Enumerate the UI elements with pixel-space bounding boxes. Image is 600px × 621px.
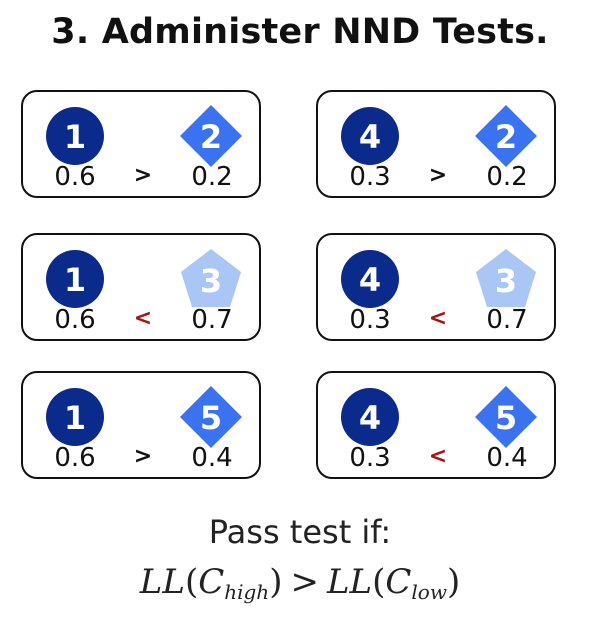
diamond-shape xyxy=(180,386,242,448)
circle-icon: 1 xyxy=(43,104,107,168)
lhs-var: C xyxy=(198,562,225,602)
shape-label: 4 xyxy=(359,118,381,156)
right-value: 0.2 xyxy=(486,162,528,192)
pentagon-shape xyxy=(476,249,536,307)
circle-shape xyxy=(46,388,104,446)
pentagon-shape xyxy=(181,249,241,307)
right-value: 0.7 xyxy=(191,305,233,335)
left-value: 0.6 xyxy=(54,305,96,335)
shape-label: 2 xyxy=(495,118,517,156)
lhs-sub: high xyxy=(224,580,270,604)
left-value: 0.3 xyxy=(349,443,391,473)
shape-label: 3 xyxy=(200,262,222,300)
paren: ) xyxy=(446,562,461,602)
shape-label: 4 xyxy=(359,399,381,437)
pass-condition-label: Pass test if: xyxy=(208,513,392,551)
pentagon-icon: 3 xyxy=(474,247,538,311)
shape-label: 4 xyxy=(359,261,381,299)
circle-icon: 4 xyxy=(338,247,402,311)
diamond-icon: 5 xyxy=(179,385,243,449)
comparison-sign: > xyxy=(133,444,153,469)
comparison-sign: < xyxy=(428,444,448,469)
test-card-5: 1 5 0.6 > 0.4 xyxy=(21,371,261,479)
lhs-func: LL xyxy=(139,562,185,602)
left-value: 0.3 xyxy=(349,162,391,192)
shape-label: 1 xyxy=(64,261,86,299)
shape-label: 2 xyxy=(200,118,222,156)
circle-shape xyxy=(341,388,399,446)
right-value: 0.2 xyxy=(191,162,233,192)
circle-icon: 1 xyxy=(43,385,107,449)
shape-label: 3 xyxy=(495,262,517,300)
circle-icon: 4 xyxy=(338,385,402,449)
circle-shape xyxy=(46,250,104,308)
pass-condition-formula: LL(Chigh)>LL(Clow) xyxy=(0,562,600,604)
rhs-func: LL xyxy=(326,562,373,602)
page-title: 3. Administer NND Tests. xyxy=(51,12,549,52)
diamond-shape xyxy=(475,386,537,448)
shape-label: 5 xyxy=(495,399,517,437)
paren: ( xyxy=(184,562,199,602)
right-value: 0.7 xyxy=(486,305,528,335)
rhs-var: C xyxy=(385,562,412,602)
test-card-1: 1 2 0.6 > 0.2 xyxy=(21,90,261,198)
test-card-6: 4 5 0.3 < 0.4 xyxy=(316,371,556,479)
diamond-shape xyxy=(475,105,537,167)
diamond-icon: 2 xyxy=(474,104,538,168)
circle-icon: 1 xyxy=(43,247,107,311)
comparison-sign: > xyxy=(133,163,153,188)
pentagon-icon: 3 xyxy=(179,247,243,311)
formula-operator: > xyxy=(290,562,319,602)
test-card-3: 1 3 0.6 < 0.7 xyxy=(21,233,261,341)
diamond-icon: 2 xyxy=(179,104,243,168)
right-value: 0.4 xyxy=(191,443,233,473)
diamond-icon: 5 xyxy=(474,385,538,449)
circle-icon: 4 xyxy=(338,104,402,168)
circle-shape xyxy=(46,107,104,165)
left-value: 0.3 xyxy=(349,305,391,335)
comparison-sign: < xyxy=(428,306,448,331)
paren: ( xyxy=(372,562,386,602)
shape-label: 1 xyxy=(64,118,86,156)
paren: ) xyxy=(269,562,283,602)
shape-label: 5 xyxy=(200,399,222,437)
comparison-sign: < xyxy=(133,306,153,331)
circle-shape xyxy=(341,107,399,165)
shape-label: 1 xyxy=(64,399,86,437)
rhs-sub: low xyxy=(411,580,447,604)
circle-shape xyxy=(341,250,399,308)
diamond-shape xyxy=(180,105,242,167)
test-card-2: 4 2 0.3 > 0.2 xyxy=(316,90,556,198)
comparison-sign: > xyxy=(428,163,448,188)
left-value: 0.6 xyxy=(54,443,96,473)
test-card-4: 4 3 0.3 < 0.7 xyxy=(316,233,556,341)
left-value: 0.6 xyxy=(54,162,96,192)
right-value: 0.4 xyxy=(486,443,528,473)
